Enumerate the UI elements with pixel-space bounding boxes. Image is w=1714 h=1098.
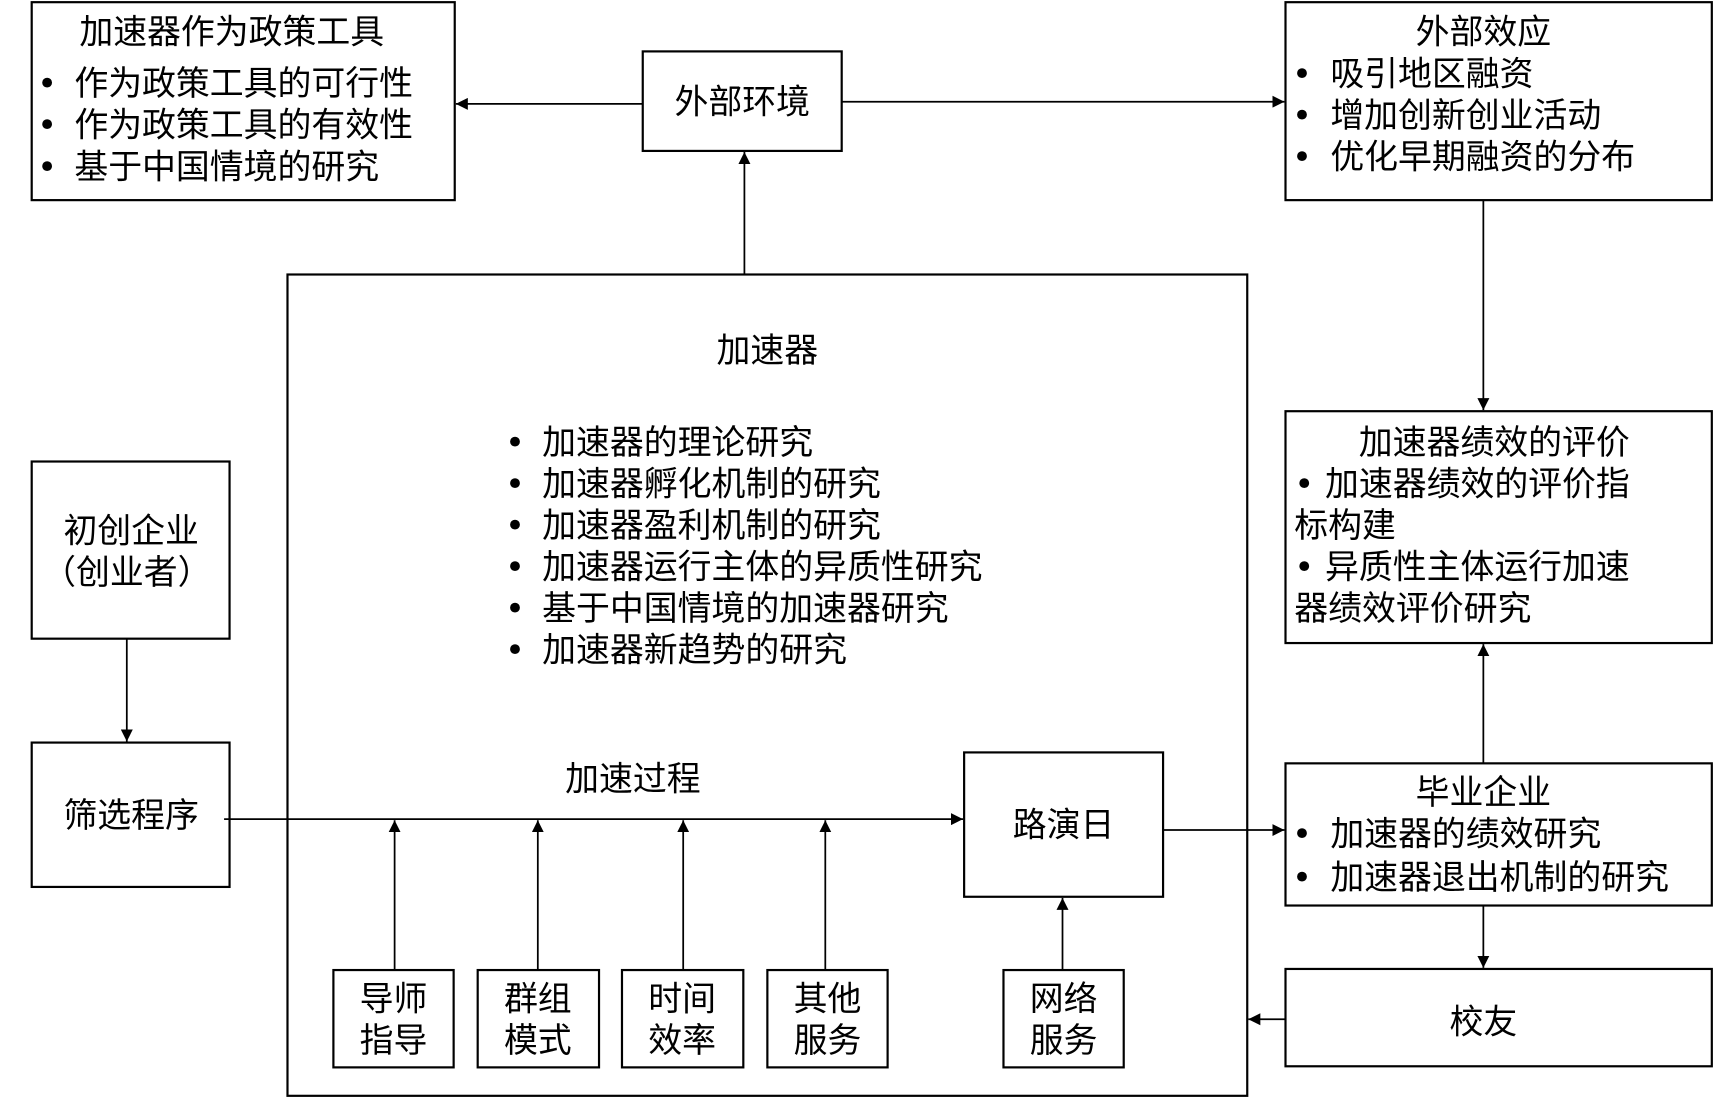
external-effects-item: 优化早期融资的分布: [1330, 137, 1635, 176]
external-effects-item: 吸引地区融资: [1330, 54, 1533, 93]
service-label: 指导: [360, 1021, 428, 1060]
accelerator-research-item: 加速器新趋势的研究: [542, 631, 847, 670]
accelerator-research-item: 加速器孵化机制的研究: [542, 464, 881, 503]
bullet-icon: •: [37, 64, 57, 103]
service-label: 模式: [504, 1021, 572, 1060]
alumni-label: 校友: [1449, 1002, 1517, 1041]
bullet-icon: •: [1292, 54, 1312, 93]
bullet-icon: •: [1292, 858, 1312, 897]
demo-day-label: 路演日: [1013, 806, 1115, 845]
alumni-box: 校友: [1284, 967, 1713, 1068]
service-box-cohort: 群组 模式: [476, 968, 601, 1069]
accelerator-box: 加速器 • 加速器的理论研究 • 加速器孵化机制的研究 • 加速器盈利机制的研究…: [286, 273, 1249, 1097]
acceleration-process-label: 加速过程: [565, 760, 700, 799]
graduates-title: 毕业企业: [1416, 773, 1551, 812]
startup-label: 初创企业: [63, 511, 198, 550]
accelerator-research-item: 加速器运行主体的异质性研究: [542, 548, 982, 587]
accelerator-research-item: 基于中国情境的加速器研究: [542, 589, 948, 628]
bullet-icon: •: [37, 106, 57, 145]
bullet-icon: •: [505, 589, 525, 628]
bullet-icon: •: [505, 423, 525, 462]
accelerator-research-item: 加速器的理论研究: [542, 423, 813, 462]
service-label: 服务: [1030, 1021, 1098, 1060]
service-label: 时间: [648, 980, 716, 1019]
performance-evaluation-line: 器绩效评价研究: [1294, 589, 1531, 628]
service-label: 群组: [504, 980, 572, 1019]
external-environment-label: 外部环境: [674, 83, 809, 122]
graduates-box: 毕业企业 • 加速器的绩效研究 • 加速器退出机制的研究: [1284, 762, 1713, 907]
bullet-icon: •: [505, 548, 525, 587]
service-label: 其他: [794, 980, 862, 1019]
service-label: 服务: [794, 1021, 862, 1060]
bullet-icon: •: [505, 506, 525, 545]
startup-sublabel: （创业者）: [42, 553, 211, 592]
performance-evaluation-line: • 加速器绩效的评价指: [1294, 464, 1630, 503]
service-box-other: 其他 服务: [766, 968, 889, 1069]
external-effects-item: 增加创新创业活动: [1330, 96, 1601, 135]
external-effects-title: 外部效应: [1416, 13, 1551, 52]
bullet-icon: •: [505, 631, 525, 670]
bullet-icon: •: [1292, 96, 1312, 135]
accelerator-research-item: 加速器盈利机制的研究: [542, 506, 881, 545]
policy-tool-title: 加速器作为政策工具: [79, 13, 384, 52]
graduates-item: 加速器的绩效研究: [1330, 814, 1601, 853]
service-label: 效率: [648, 1021, 716, 1060]
policy-tool-item: 作为政策工具的有效性: [74, 106, 413, 145]
bullet-icon: •: [1292, 814, 1312, 853]
demo-day-box: 路演日: [963, 751, 1165, 898]
service-box-time-efficiency: 时间 效率: [620, 968, 745, 1069]
screening-box: 筛选程序: [30, 741, 231, 889]
graduates-item: 加速器退出机制的研究: [1330, 858, 1669, 897]
performance-evaluation-title: 加速器绩效的评价: [1359, 423, 1630, 462]
screening-label: 筛选程序: [63, 796, 198, 835]
bullet-icon: •: [37, 147, 57, 186]
performance-evaluation-box: 加速器绩效的评价 • 加速器绩效的评价指 标构建 • 异质性主体运行加速 器绩效…: [1284, 410, 1713, 645]
accelerator-title: 加速器: [717, 331, 819, 370]
bullet-icon: •: [1292, 137, 1312, 176]
policy-tool-item: 作为政策工具的可行性: [74, 64, 413, 103]
startup-box: 初创企业 （创业者）: [30, 460, 231, 640]
accelerator-research-list: • 加速器的理论研究 • 加速器孵化机制的研究 • 加速器盈利机制的研究 • 加…: [505, 423, 982, 670]
service-box-network: 网络 服务: [1002, 968, 1125, 1069]
bullet-icon: •: [505, 464, 525, 503]
external-effects-box: 外部效应 • 吸引地区融资 • 增加创新创业活动 • 优化早期融资的分布: [1284, 1, 1713, 202]
connectors: [120, 95, 1490, 1026]
service-label: 导师: [360, 980, 428, 1019]
policy-tool-item: 基于中国情境的研究: [74, 147, 379, 186]
performance-evaluation-line: 标构建: [1294, 506, 1396, 545]
service-box-mentorship: 导师 指导: [332, 968, 455, 1069]
policy-tool-box: 加速器作为政策工具 • 作为政策工具的可行性 • 作为政策工具的有效性 • 基于…: [30, 1, 456, 202]
performance-evaluation-line: • 异质性主体运行加速: [1294, 548, 1630, 587]
service-label: 网络: [1030, 980, 1098, 1019]
external-environment-box: 外部环境: [641, 50, 843, 153]
